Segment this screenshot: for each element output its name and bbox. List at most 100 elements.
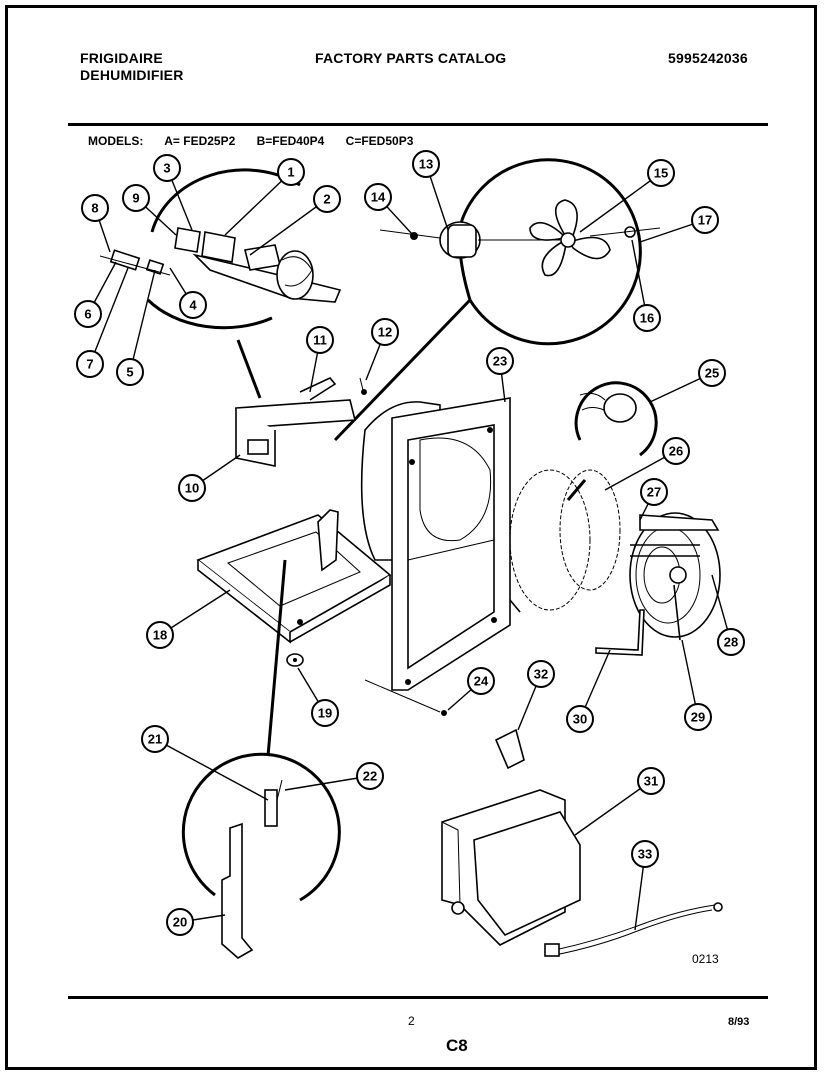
svg-text:17: 17 [698, 213, 712, 228]
model-c: C=FED50P3 [345, 134, 414, 148]
callout-23: 23 [486, 347, 514, 375]
callout-16: 16 [633, 304, 661, 332]
callout-26: 26 [662, 437, 690, 465]
svg-text:33: 33 [638, 847, 652, 862]
svg-text:4: 4 [189, 298, 197, 313]
detail-circle-controls-lower [146, 298, 273, 330]
callout-6: 6 [74, 300, 102, 328]
callout-12: 12 [371, 318, 399, 346]
callout-14: 14 [364, 183, 392, 211]
svg-text:15: 15 [654, 166, 668, 181]
callout-13: 13 [412, 150, 440, 178]
revision-date: 8/93 [728, 1016, 750, 1028]
callout-15: 15 [647, 159, 675, 187]
control-bracket [99, 227, 342, 303]
svg-text:1: 1 [287, 165, 294, 180]
svg-text:18: 18 [153, 628, 167, 643]
callout-8: 8 [81, 194, 109, 222]
callout-20: 20 [166, 908, 194, 936]
svg-text:19: 19 [318, 706, 332, 721]
callout-1: 1 [277, 158, 305, 186]
catalog-title: FACTORY PARTS CATALOG [315, 50, 507, 66]
control-panel-bracket [235, 377, 367, 467]
footer-rule [68, 996, 768, 999]
brand-name: FRIGIDAIRE [80, 50, 163, 66]
callouts: 1 2 3 4 5 6 7 8 9 10 11 12 13 14 15 16 1… [74, 150, 745, 936]
switch-bracket [221, 779, 283, 959]
callout-21: 21 [141, 725, 169, 753]
detail-circle-switch [181, 752, 341, 902]
callout-29: 29 [684, 703, 712, 731]
svg-text:8: 8 [91, 201, 98, 216]
callout-28: 28 [717, 628, 745, 656]
svg-text:26: 26 [669, 444, 683, 459]
callout-3: 3 [153, 154, 181, 182]
svg-text:7: 7 [86, 357, 93, 372]
svg-text:28: 28 [724, 635, 738, 650]
svg-text:21: 21 [148, 732, 162, 747]
svg-text:22: 22 [363, 769, 377, 784]
callout-24: 24 [467, 667, 495, 695]
svg-text:29: 29 [691, 710, 705, 725]
svg-text:6: 6 [84, 307, 91, 322]
screw [364, 679, 447, 716]
small-motor [579, 392, 637, 423]
callout-17: 17 [691, 206, 719, 234]
svg-text:24: 24 [474, 674, 489, 689]
callout-4: 4 [179, 291, 207, 319]
callout-18: 18 [146, 621, 174, 649]
svg-text:12: 12 [378, 325, 392, 340]
svg-text:20: 20 [173, 915, 187, 930]
callout-19: 19 [311, 699, 339, 727]
fan-shroud [595, 512, 721, 656]
heater-coil [509, 469, 621, 613]
callout-33: 33 [631, 840, 659, 868]
product-type: DEHUMIDIFIER [80, 67, 184, 83]
page-number: 2 [408, 1014, 415, 1028]
power-cord [544, 902, 723, 957]
callout-7: 7 [76, 350, 104, 378]
callout-22: 22 [356, 762, 384, 790]
callout-31: 31 [637, 767, 665, 795]
detail-circle-fan [460, 158, 642, 346]
model-a: A= FED25P2 [164, 134, 236, 148]
section-code: C8 [446, 1036, 468, 1055]
catalog-number: 5995242036 [668, 50, 748, 66]
mounting-clip [286, 653, 304, 667]
blower-housing [360, 397, 511, 691]
callout-10: 10 [178, 474, 206, 502]
svg-text:27: 27 [647, 485, 661, 500]
svg-text:16: 16 [640, 311, 654, 326]
svg-text:30: 30 [573, 712, 587, 727]
svg-text:25: 25 [705, 366, 719, 381]
callout-32: 32 [527, 660, 555, 688]
callout-2: 2 [313, 185, 341, 213]
svg-text:5: 5 [126, 365, 133, 380]
page-frame [5, 5, 817, 1070]
svg-text:23: 23 [493, 354, 507, 369]
base-plate [196, 509, 392, 644]
svg-text:31: 31 [644, 774, 658, 789]
svg-text:10: 10 [185, 481, 199, 496]
models-line: MODELS: A= FED25P2 B=FED40P4 C=FED50P3 [88, 134, 431, 148]
water-bucket [441, 728, 581, 946]
svg-text:14: 14 [371, 190, 386, 205]
callout-11: 11 [306, 326, 334, 354]
callout-9: 9 [122, 184, 150, 212]
svg-text:2: 2 [323, 192, 330, 207]
model-b: B=FED40P4 [256, 134, 325, 148]
brand-block: FRIGIDAIRE DEHUMIDIFIER [80, 50, 184, 84]
callout-25: 25 [698, 359, 726, 387]
svg-text:32: 32 [534, 667, 548, 682]
callout-27: 27 [640, 478, 668, 506]
svg-text:3: 3 [163, 161, 170, 176]
models-label: MODELS: [88, 134, 144, 148]
svg-text:13: 13 [419, 157, 433, 172]
detail-circle-motor [574, 381, 658, 457]
svg-text:9: 9 [132, 191, 139, 206]
fan-motor-assembly [379, 199, 661, 277]
drawing-code: 0213 [692, 952, 719, 966]
header-rule [68, 123, 768, 126]
svg-text:11: 11 [313, 333, 327, 348]
